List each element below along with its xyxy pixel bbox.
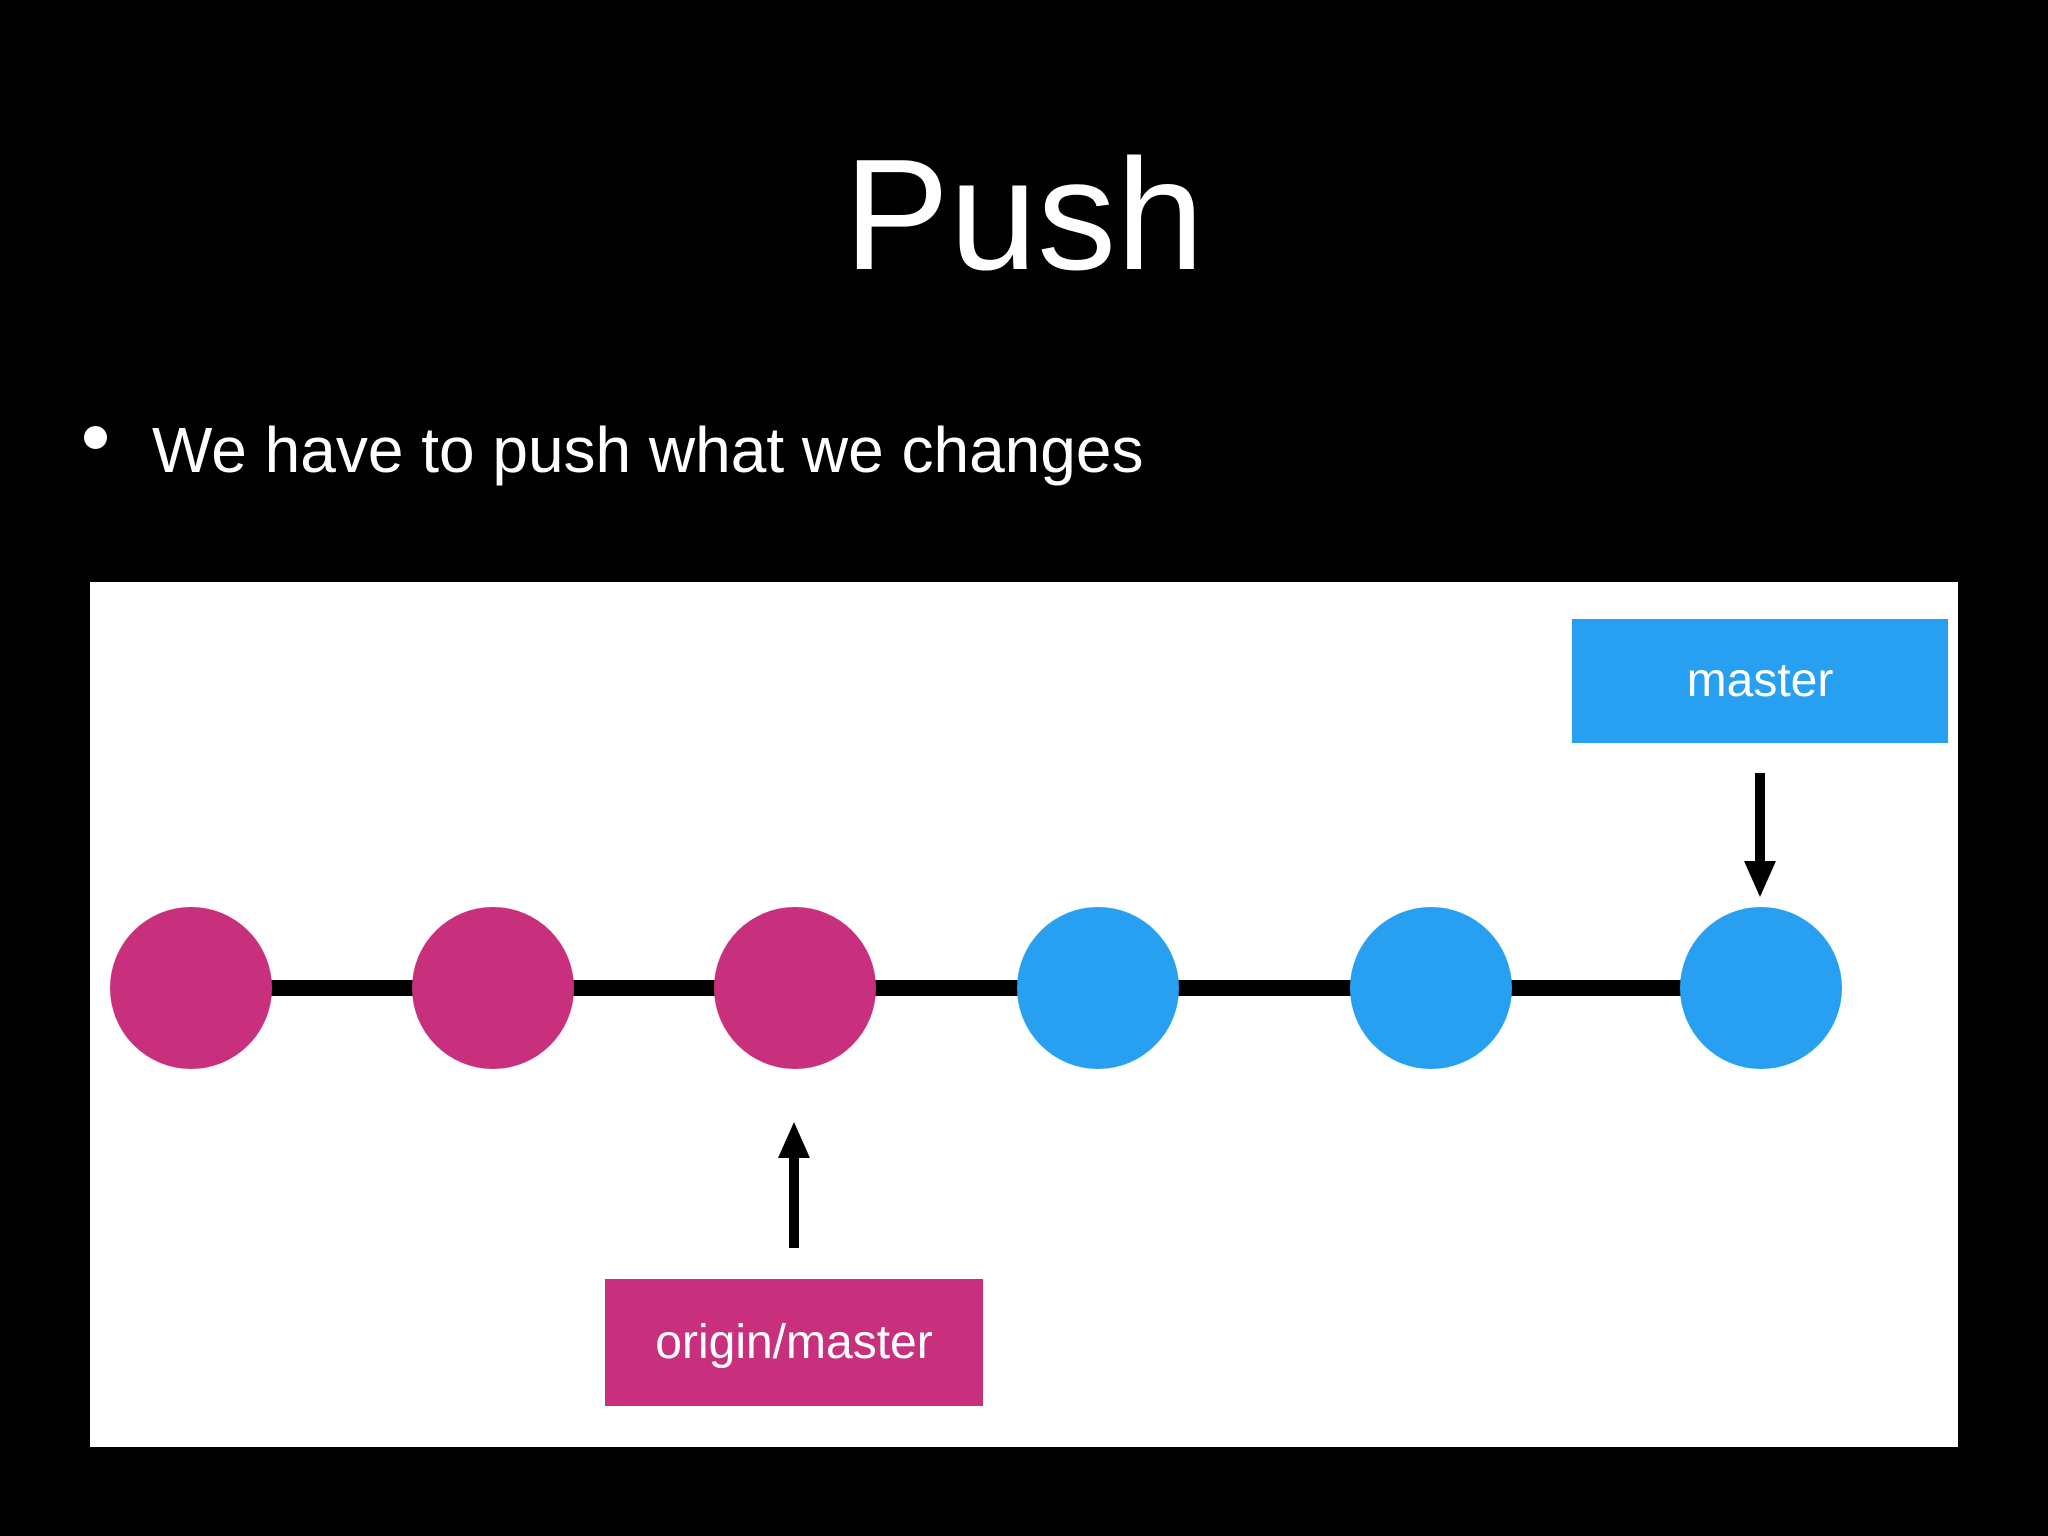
origin-master-label: origin/master bbox=[605, 1279, 983, 1406]
bullet-dot bbox=[84, 426, 107, 449]
slide-title: Push bbox=[843, 127, 1205, 303]
arrow-down-icon bbox=[1744, 773, 1776, 897]
commit-node-5-blue bbox=[1350, 907, 1512, 1069]
arrow-up-icon bbox=[778, 1122, 810, 1248]
master-label: master bbox=[1572, 619, 1948, 743]
commit-node-1-pink bbox=[110, 907, 272, 1069]
bullet-text: We have to push what we changes bbox=[152, 414, 1144, 486]
commit-node-2-pink bbox=[412, 907, 574, 1069]
commit-node-3-pink bbox=[714, 907, 876, 1069]
commit-node-4-blue bbox=[1017, 907, 1179, 1069]
git-diagram-panel: master origin/master bbox=[90, 582, 1958, 1447]
commit-node-6-blue bbox=[1680, 907, 1842, 1069]
